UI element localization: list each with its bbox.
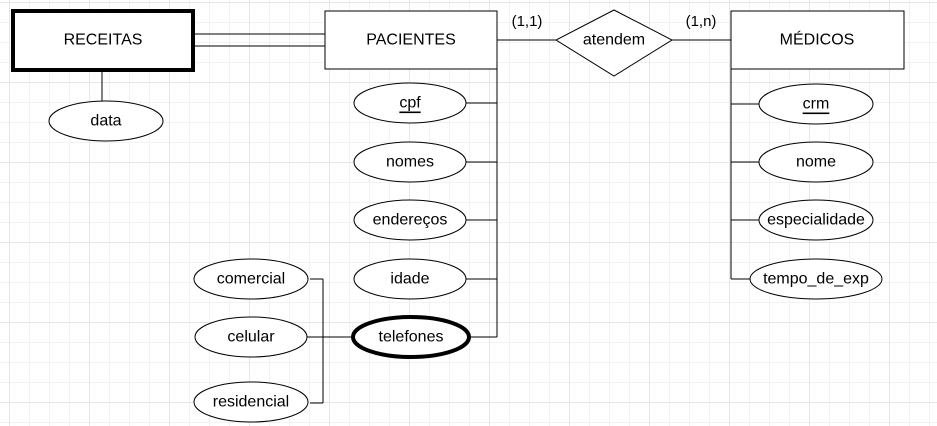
attribute-idade-label: idade — [390, 271, 429, 288]
attribute-comercial[interactable]: comercial — [193, 258, 309, 300]
connectors — [101, 33, 759, 404]
attribute-residencial-label: residencial — [213, 394, 289, 411]
attribute-celular[interactable]: celular — [194, 316, 308, 358]
attribute-nomes[interactable]: nomes — [353, 141, 467, 183]
attribute-especialidade[interactable]: especialidade — [758, 199, 874, 241]
attribute-nomes-label: nomes — [386, 154, 434, 171]
relationship-atendem[interactable]: atendem — [554, 9, 674, 77]
attribute-residencial[interactable]: residencial — [193, 381, 309, 423]
attribute-enderecos[interactable]: endereços — [353, 199, 467, 241]
attribute-especialidade-label: especialidade — [767, 212, 865, 229]
attribute-celular-label: celular — [227, 329, 275, 346]
attribute-data-label: data — [90, 113, 121, 130]
entity-medicos-label: MÉDICOS — [780, 30, 855, 49]
attribute-nome-label: nome — [796, 154, 836, 171]
entity-pacientes[interactable]: PACIENTES — [324, 10, 498, 70]
attribute-tempo-de-exp[interactable]: tempo_de_exp — [749, 258, 883, 300]
cardinality-pacientes: (1,1) — [512, 13, 543, 30]
attribute-telefones[interactable]: telefones — [351, 315, 471, 359]
attribute-idade[interactable]: idade — [353, 258, 467, 300]
attribute-cpf[interactable]: cpf — [353, 82, 467, 124]
attribute-crm[interactable]: crm — [758, 83, 874, 125]
cardinality-medicos: (1,n) — [686, 13, 717, 30]
relationship-atendem-label: atendem — [583, 32, 645, 49]
attribute-comercial-label: comercial — [217, 271, 285, 288]
attribute-tempo-de-exp-label: tempo_de_exp — [763, 271, 869, 288]
attribute-telefones-label: telefones — [379, 329, 444, 346]
attribute-enderecos-label: endereços — [373, 212, 448, 229]
entity-receitas[interactable]: RECEITAS — [11, 9, 195, 72]
entity-receitas-label: RECEITAS — [64, 32, 143, 49]
entity-pacientes-label: PACIENTES — [366, 32, 456, 49]
entity-medicos[interactable]: MÉDICOS — [730, 10, 905, 70]
attribute-data[interactable]: data — [48, 100, 164, 142]
attribute-crm-label: crm — [803, 96, 830, 113]
attribute-nome[interactable]: nome — [758, 141, 874, 183]
attribute-cpf-label: cpf — [399, 95, 421, 112]
